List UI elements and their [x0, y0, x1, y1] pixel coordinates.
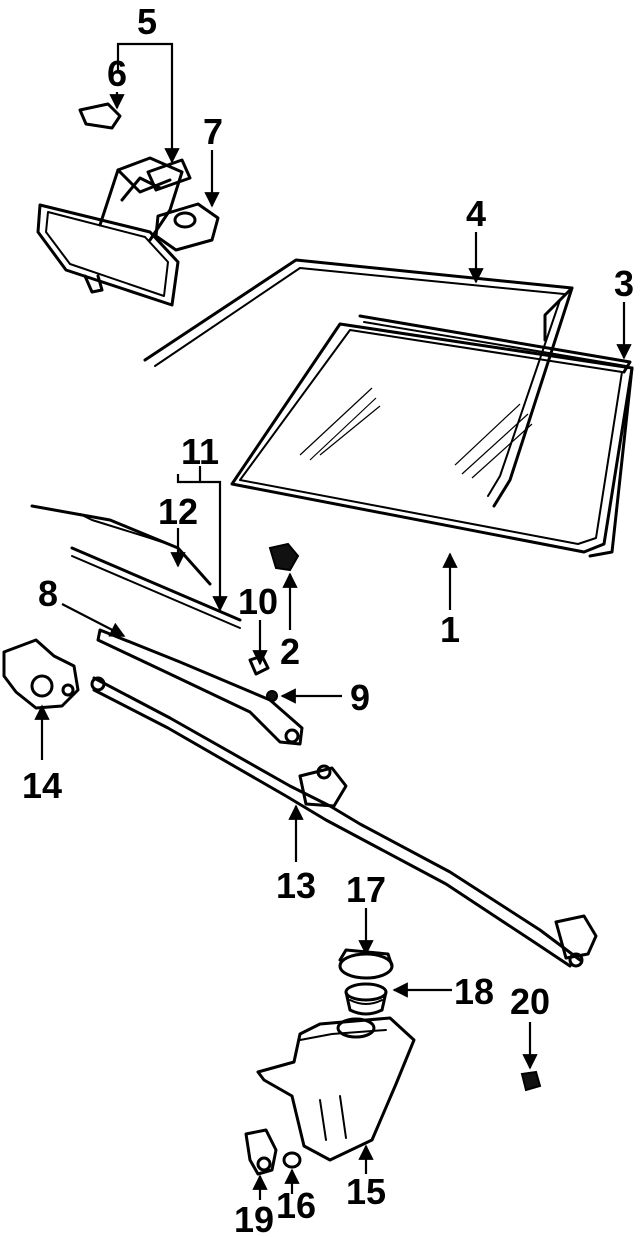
washer-filter	[344, 982, 388, 1016]
callout-10: 10	[238, 581, 278, 622]
callout-15: 15	[346, 1171, 386, 1212]
clip-part	[268, 542, 300, 572]
callout-5: 5	[137, 1, 157, 42]
callout-3: 3	[614, 263, 634, 304]
grommet	[282, 1151, 302, 1169]
callout-7: 7	[203, 111, 223, 152]
wiper-arm	[96, 628, 304, 746]
washer-cap	[338, 948, 394, 980]
callout-18: 18	[454, 971, 494, 1012]
callout-6: 6	[107, 53, 127, 94]
callout-1: 1	[440, 609, 460, 650]
callout-13: 13	[276, 865, 316, 906]
callout-2: 2	[280, 631, 300, 672]
callout-labels: 5 6 7 4 3 11 12 8 10 2 1 9 14 13 17 18 2…	[22, 1, 634, 1237]
callout-11: 11	[181, 431, 219, 472]
callout-17: 17	[346, 869, 386, 910]
callout-8: 8	[38, 573, 58, 614]
washer-reservoir	[256, 1016, 416, 1162]
callout-16: 16	[276, 1185, 316, 1226]
wiper-motor	[2, 638, 80, 710]
washer-pump	[244, 1128, 278, 1176]
callout-9: 9	[350, 677, 370, 718]
wiper-blade	[30, 504, 242, 629]
callout-19: 19	[234, 1199, 274, 1237]
leader-lines	[34, 42, 632, 1200]
wiper-linkage	[90, 676, 598, 968]
callout-4: 4	[466, 193, 486, 234]
callout-20: 20	[510, 981, 550, 1022]
callout-12: 12	[158, 491, 198, 532]
mirror-assembly	[36, 102, 220, 307]
callout-14: 14	[22, 765, 62, 806]
windshield-glass	[230, 314, 634, 558]
nozzle-part	[520, 1070, 542, 1092]
